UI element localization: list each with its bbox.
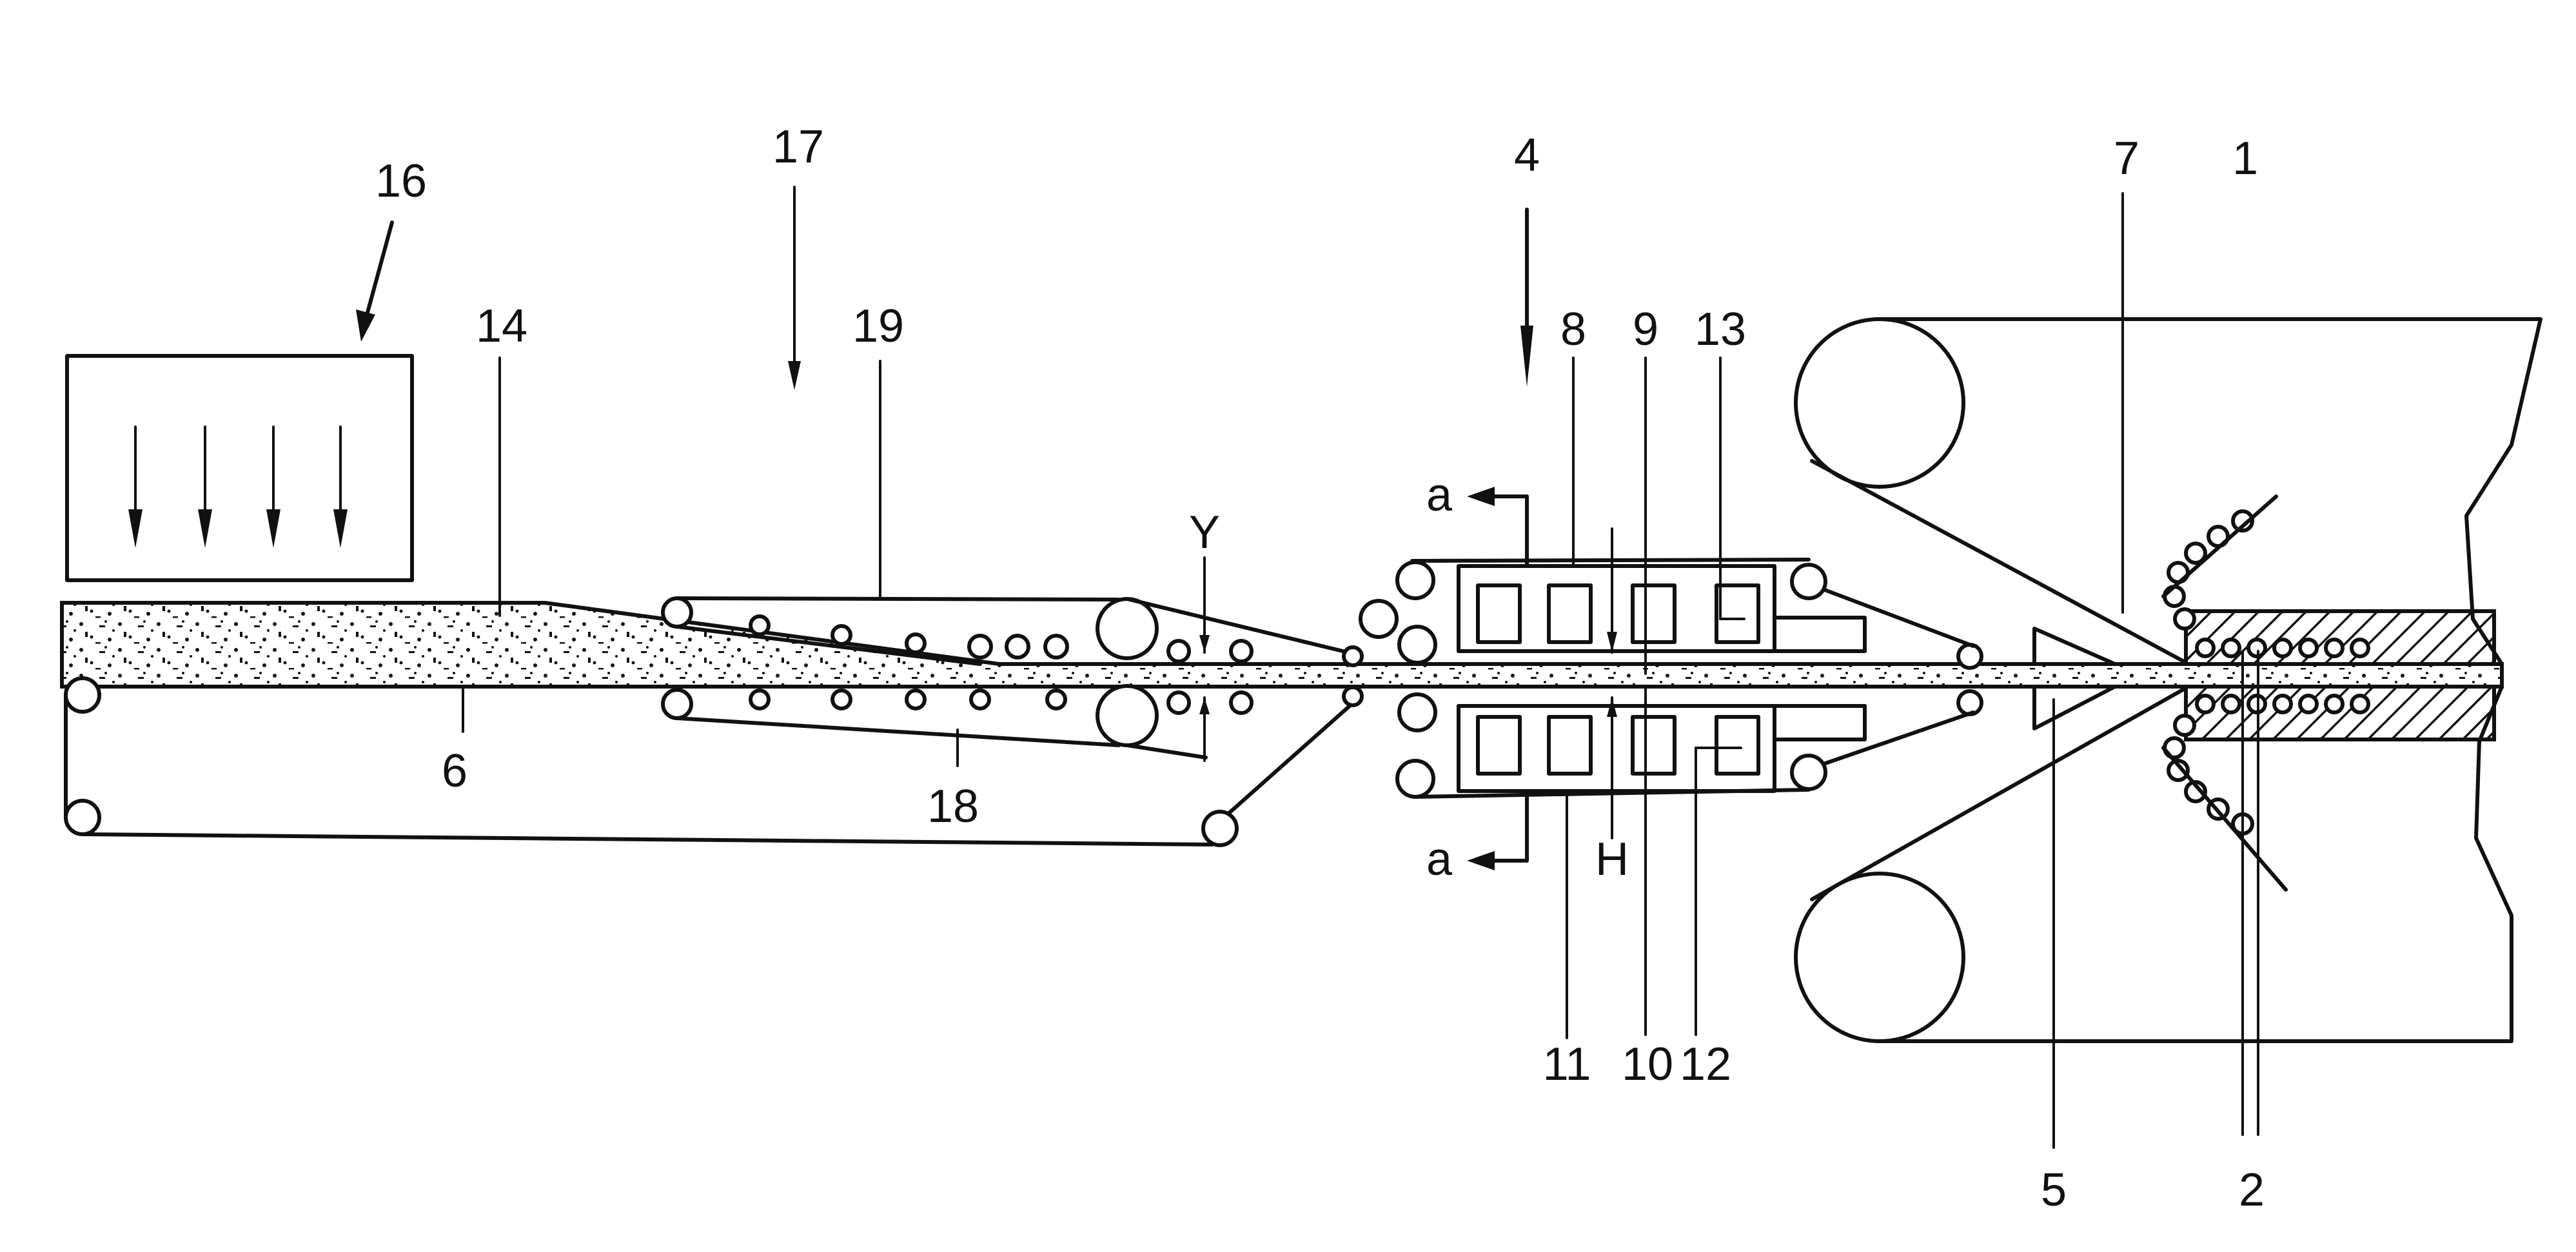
- label-1: 1: [2232, 133, 2258, 184]
- label-a-top: a: [1426, 469, 1453, 521]
- lower-drum: [1796, 874, 1963, 1041]
- label-5: 5: [2041, 1164, 2067, 1216]
- label-7: 7: [2114, 133, 2139, 184]
- material-mat-14: [62, 603, 2502, 687]
- label-11: 11: [1543, 1039, 1591, 1090]
- label-4: 4: [1514, 130, 1540, 181]
- lower-conveyor-belt-6: [66, 678, 1361, 845]
- label-13: 13: [1695, 304, 1746, 355]
- label-16: 16: [375, 155, 427, 207]
- label-Y: Y: [1189, 507, 1220, 558]
- label-8: 8: [1560, 304, 1586, 355]
- upper-heating-block-8: [1459, 566, 1775, 651]
- label-17: 17: [772, 121, 824, 173]
- dispenser-unit-16: [67, 222, 412, 580]
- prepress-lower-rollers: [751, 690, 1252, 713]
- upper-drum: [1796, 319, 1963, 487]
- label-12: 12: [1680, 1039, 1731, 1090]
- dispenser-arrows: [128, 427, 348, 548]
- label-a-bottom: a: [1426, 834, 1453, 885]
- label-18: 18: [927, 781, 979, 832]
- label-19: 19: [852, 300, 904, 352]
- label-H: H: [1595, 834, 1629, 885]
- label-14: 14: [476, 300, 527, 352]
- label-6: 6: [442, 745, 467, 797]
- label-9: 9: [1633, 304, 1658, 355]
- label-10: 10: [1622, 1039, 1673, 1090]
- arrow-16-head: [356, 309, 375, 342]
- gap-indicator-Y: [1199, 558, 1210, 761]
- label-2: 2: [2239, 1164, 2265, 1216]
